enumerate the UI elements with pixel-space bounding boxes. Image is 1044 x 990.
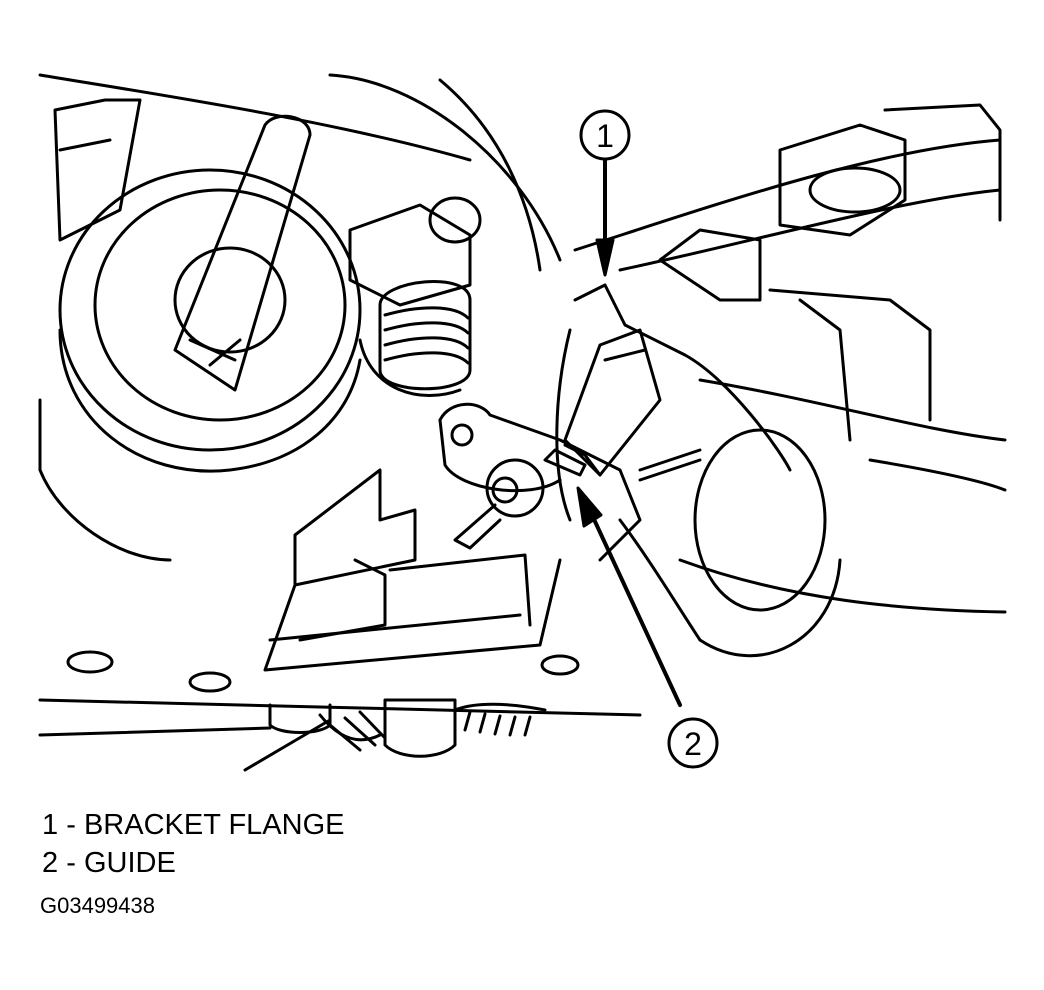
legend: 1 - BRACKET FLANGE 2 - GUIDE <box>42 806 344 882</box>
callout-2: 2 <box>576 486 719 769</box>
lower-components <box>66 650 580 772</box>
callout-1-number: 1 <box>596 118 614 154</box>
mounting-bracket <box>263 402 642 672</box>
legend-label: GUIDE <box>83 847 176 879</box>
right-housing <box>658 103 1002 442</box>
callout-2-arrow-line <box>590 513 682 707</box>
guide-bolt <box>453 448 587 550</box>
technical-illustration: 1 2 <box>38 73 1007 772</box>
legend-item-bracket-flange: 1 - BRACKET FLANGE <box>42 806 344 844</box>
bolt-spring-assembly <box>348 196 482 398</box>
callout-2-circle <box>667 717 719 769</box>
callout-1: 1 <box>579 109 631 277</box>
legend-label: BRACKET FLANGE <box>83 809 345 841</box>
callout-1-arrowhead <box>595 238 615 277</box>
legend-separator: - <box>66 809 76 841</box>
legend-number: 2 <box>42 847 59 879</box>
callout-2-number: 2 <box>684 726 702 762</box>
figure-id: G03499438 <box>40 893 155 918</box>
pulley-assembly <box>53 98 362 473</box>
legend-number: 1 <box>42 809 59 841</box>
legend-item-guide: 2 - GUIDE <box>42 844 344 882</box>
legend-separator: - <box>66 847 76 879</box>
callout-2-arrowhead <box>576 486 603 528</box>
actuator-cylinder <box>555 283 842 658</box>
frame-outline <box>38 73 1007 737</box>
